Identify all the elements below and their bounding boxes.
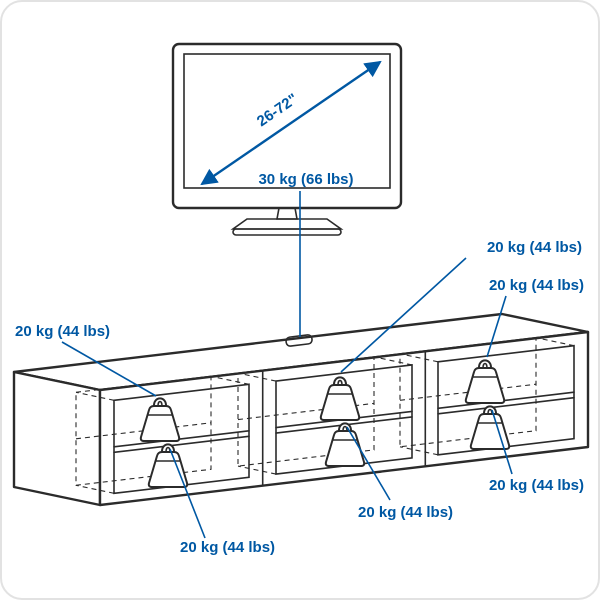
leader-middle-upper	[340, 257, 467, 373]
label-left-upper: 20 kg (44 lbs)	[15, 323, 110, 340]
label-left-lower: 20 kg (44 lbs)	[180, 539, 275, 556]
label-middle-lower: 20 kg (44 lbs)	[358, 504, 453, 521]
tv-stand-base	[232, 228, 342, 236]
label-middle-upper: 20 kg (44 lbs)	[487, 239, 582, 256]
tv	[171, 42, 403, 236]
tv-bench	[12, 312, 590, 507]
shelf-left	[113, 429, 250, 448]
compartment-left	[75, 375, 250, 495]
compartment-middle	[237, 356, 413, 476]
label-right-upper: 20 kg (44 lbs)	[489, 277, 584, 294]
label-right-lower: 20 kg (44 lbs)	[489, 477, 584, 494]
leader-left-upper	[61, 341, 157, 397]
annotations: 26-72" 30 kg (66 lbs) 20 kg (44 lbs) 20 …	[15, 60, 584, 556]
leader-middle-lower	[346, 426, 391, 501]
tv-diagonal-arrow	[200, 60, 382, 186]
shelf-right	[437, 391, 575, 410]
leader-left-lower	[169, 448, 206, 539]
tv-stand-base-top	[230, 218, 344, 230]
bench-left-face	[12, 370, 102, 507]
tv-stand-neck	[276, 207, 298, 220]
leader-right-upper	[486, 295, 507, 358]
leader-right-lower	[491, 409, 513, 475]
tv-max-load-label: 30 kg (66 lbs)	[258, 171, 353, 188]
tv-screen	[183, 53, 391, 189]
cable-hole	[285, 334, 313, 347]
